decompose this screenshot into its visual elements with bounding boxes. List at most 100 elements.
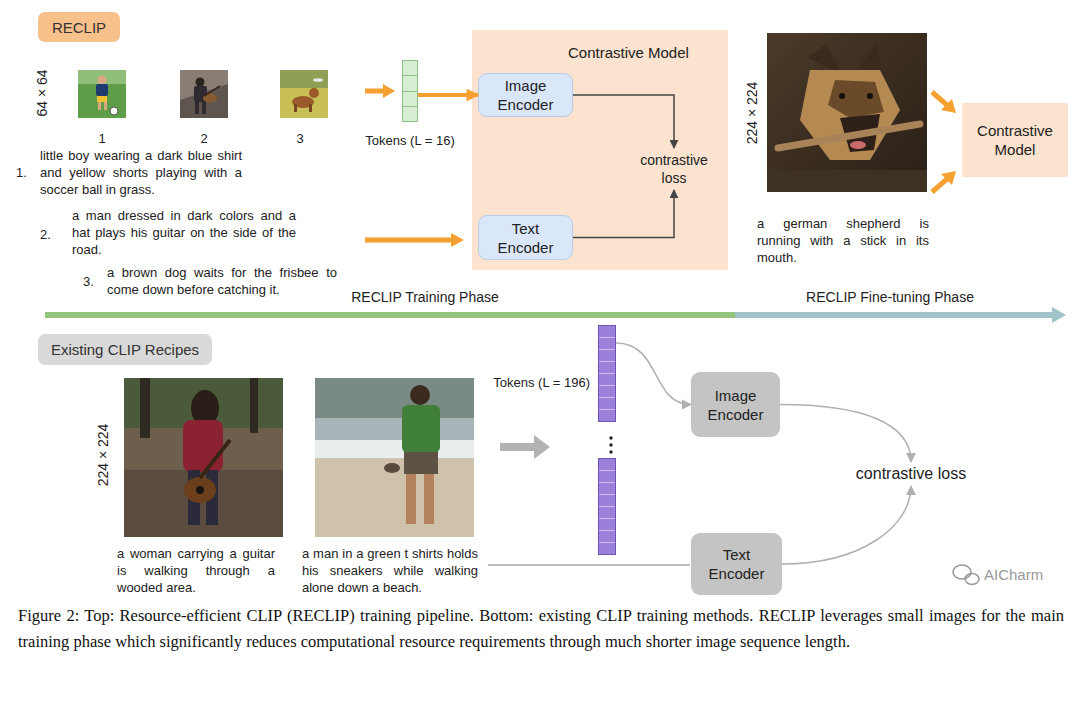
photo-dog-frisbee	[280, 70, 328, 118]
photo-guitar-road	[202, 102, 206, 114]
flow-arrow	[451, 233, 464, 247]
encoder-box: Text Encoder	[691, 533, 782, 595]
token-cell	[599, 542, 615, 543]
dimension-label: 64 × 64	[34, 69, 51, 116]
dimension-label: 224 × 224	[744, 82, 761, 145]
token-cell	[599, 482, 615, 483]
photo-dog-frisbee	[294, 104, 297, 112]
photo-man-beach	[402, 405, 440, 453]
token-cell	[599, 337, 615, 338]
encoder-box: Image Encoder	[478, 73, 573, 117]
flow-arrow	[500, 435, 550, 459]
phase-label: RECLIP Training Phase	[320, 289, 530, 306]
token-strip	[598, 325, 616, 555]
photo-boy-soccer	[98, 102, 101, 110]
flow-arrow	[932, 92, 947, 105]
timeline-bar	[1052, 307, 1066, 323]
photo-boy-soccer	[78, 70, 126, 118]
token-cell	[599, 506, 615, 507]
photo-german-shepherd	[839, 93, 845, 99]
image-caption: little boy wearing a dark blue shirt and…	[40, 147, 242, 198]
photo-man-beach	[384, 463, 400, 473]
photo-man-beach	[315, 378, 474, 537]
model-box: Contrastive Model	[962, 103, 1068, 177]
flow-line	[488, 564, 690, 566]
node-text: Text Encoder	[697, 545, 776, 583]
dimension-label: 224 × 224	[95, 424, 112, 487]
callout-number: 3	[290, 130, 310, 147]
flow-arrow	[365, 89, 384, 94]
photo-german-shepherd	[767, 33, 927, 192]
section-tag: RECLIP	[38, 12, 120, 42]
photo-man-beach	[315, 378, 474, 418]
watermark-icon	[965, 574, 979, 585]
model-panel: Contrastive ModelImage EncoderText Encod…	[472, 30, 728, 270]
node-text: Existing CLIP Recipes	[51, 341, 199, 358]
photo-man-beach	[424, 474, 434, 524]
photo-german-shepherd	[767, 33, 927, 192]
token-cell	[599, 361, 615, 362]
token-cell	[599, 373, 615, 374]
photo-german-shepherd	[800, 70, 900, 160]
node-text: Tokens (L = 16)	[365, 133, 454, 148]
timeline-bar	[45, 312, 735, 318]
loss-node: contrastive loss	[632, 148, 716, 190]
watermark-icon	[953, 565, 979, 585]
figure-caption: Figure 2: Top: Resource-efficient CLIP (…	[18, 603, 1064, 655]
encoder-box: Image Encoder	[691, 372, 780, 437]
photo-woman-guitar	[140, 378, 150, 438]
photo-dog-frisbee	[309, 88, 319, 98]
photo-boy-soccer	[97, 96, 107, 102]
node-text: Tokens (L = 196)	[493, 375, 590, 390]
timeline-bar	[45, 307, 1066, 323]
photo-german-shepherd	[778, 124, 920, 148]
timeline-bar	[735, 312, 1053, 318]
image-caption: a man dressed in dark colors and a hat p…	[72, 207, 296, 258]
photo-boy-soccer	[110, 107, 118, 115]
photo-guitar-road	[196, 78, 205, 87]
connector-arrow	[782, 486, 911, 564]
watermark: AICharm	[984, 566, 1043, 583]
photo-man-beach	[315, 440, 474, 458]
photo-german-shepherd	[828, 80, 884, 118]
photo-guitar-road	[195, 102, 199, 114]
flow-arrow	[365, 238, 452, 243]
photo-woman-guitar	[124, 378, 283, 537]
token-cell	[599, 385, 615, 386]
token-cell	[599, 470, 615, 471]
list-number: 2.	[40, 226, 60, 243]
flow-arrow	[932, 179, 947, 192]
node-text: Image Encoder	[485, 76, 566, 114]
photo-german-shepherd	[767, 170, 927, 192]
flow-arrow	[500, 443, 536, 451]
image-caption: a brown dog waits for the frisbee to com…	[107, 264, 337, 298]
photo-man-beach	[406, 474, 416, 524]
photo-woman-guitar	[184, 477, 216, 503]
token-strip	[599, 459, 616, 555]
ellipsis-dot	[609, 436, 612, 439]
photo-german-shepherd	[808, 44, 842, 74]
photo-man-beach	[404, 452, 438, 474]
node-text: Contrastive Model	[568, 44, 689, 61]
photo-man-beach	[410, 385, 430, 405]
connector-arrow	[780, 405, 911, 463]
photo-boy-soccer	[98, 76, 107, 85]
ellipsis-dot	[609, 450, 612, 453]
connector-arrow	[573, 95, 674, 148]
photo-dog-frisbee	[313, 78, 323, 82]
photo-man-beach	[315, 378, 474, 537]
photo-german-shepherd	[867, 93, 873, 99]
connector-arrow	[616, 343, 691, 405]
list-number: 1.	[16, 164, 36, 181]
token-cell	[599, 349, 615, 350]
flow-line	[488, 565, 690, 566]
photo-woman-guitar	[250, 378, 258, 433]
token-cell	[599, 397, 615, 398]
flow-arrow	[941, 99, 956, 113]
token-strip: Tokens (L = 196)	[598, 325, 616, 555]
photo-dog-frisbee	[309, 104, 312, 112]
ellipsis-dot	[609, 443, 612, 446]
photo-boy-soccer	[96, 84, 108, 96]
image-caption: a man in a green t shirts holds his snea…	[302, 545, 478, 596]
flow-arrow	[941, 171, 956, 185]
